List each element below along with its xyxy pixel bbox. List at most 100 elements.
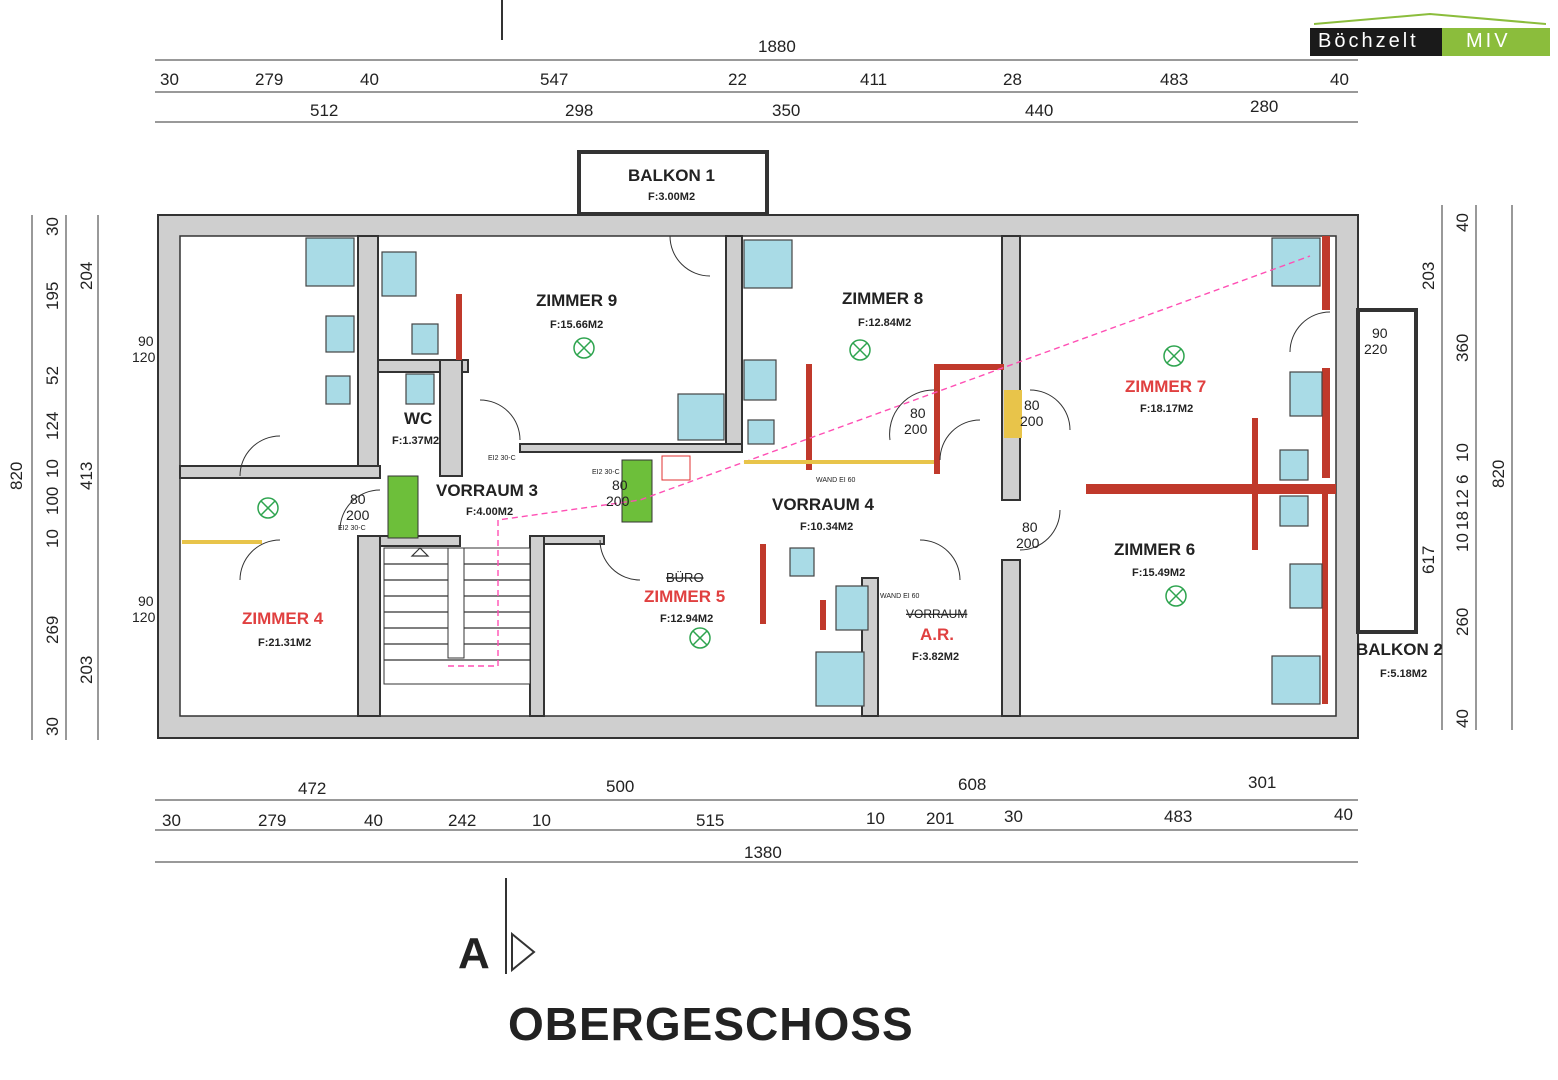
- escape-route: [448, 255, 1311, 667]
- dim-left-1: 30: [43, 217, 62, 236]
- dim-left-6: 100: [43, 487, 62, 515]
- dim-right-5: 6: [1453, 475, 1472, 484]
- dim-bottom-r2-10: 483: [1164, 807, 1192, 826]
- exit-signs: [387, 455, 691, 539]
- dim-bottom-r2-9: 30: [1004, 807, 1023, 826]
- bottom-dimensions: 472 500 608 301 30 279 40 242 10 515 10 …: [155, 773, 1358, 863]
- room-zimmer6-area: F:15.49M2: [1132, 567, 1185, 579]
- room-wc-area: F:1.37M2: [392, 435, 439, 447]
- room-ar-name: A.R.: [920, 625, 954, 644]
- window-dim-90-left: 90: [138, 333, 154, 349]
- wand-label-1: WAND EI 60: [816, 477, 856, 484]
- brand-logo: Böchzelt MIV: [1310, 10, 1550, 56]
- dim-bottom-r2-3: 40: [364, 811, 383, 830]
- logo-dark-bar: [1310, 28, 1442, 56]
- dim-left-c2-2: 413: [77, 462, 96, 490]
- dim-top-9: 40: [1330, 70, 1349, 89]
- yellow-partition-3: [744, 460, 934, 464]
- section-arrow-icon: [511, 931, 536, 973]
- room-zimmer5-name: ZIMMER 5: [644, 587, 725, 606]
- window-dim-120-left: 120: [132, 349, 156, 365]
- room-zimmer6-name: ZIMMER 6: [1114, 540, 1195, 559]
- dim-bottom-r1-3: 608: [958, 775, 986, 794]
- window-dim-120-left2: 120: [132, 609, 156, 625]
- window-dim-90-left2: 90: [138, 593, 154, 609]
- door-dim-80: 80: [910, 405, 926, 421]
- dim-bottom-r1-1: 472: [298, 779, 326, 798]
- dim-top-5: 22: [728, 70, 747, 89]
- logo-green-bar: [1442, 28, 1550, 56]
- dim-right-4: 10: [1453, 443, 1472, 462]
- dim-bottom-r2-6: 515: [696, 811, 724, 830]
- dim-bottom-r2-7: 10: [866, 809, 885, 828]
- door-dim-200c: 200: [1016, 535, 1040, 551]
- dim-top-3: 40: [360, 70, 379, 89]
- dim-left-3: 52: [43, 366, 62, 385]
- logo-text-2: MIV: [1466, 30, 1511, 52]
- dim-bottom-r2-1: 30: [162, 811, 181, 830]
- dim-left-7: 10: [43, 529, 62, 548]
- dim-top-1: 30: [160, 70, 179, 89]
- dim-right-total: 820: [1489, 460, 1508, 488]
- door-dim-80d: 80: [350, 491, 366, 507]
- door-dim-200: 200: [904, 421, 928, 437]
- dim-right-8: 10: [1453, 533, 1472, 552]
- dim-left-9: 30: [43, 717, 62, 736]
- room-zimmer5-oldname: BÜRO: [666, 570, 704, 585]
- dim-right-1: 40: [1453, 213, 1472, 232]
- room-balkon1-name: BALKON 1: [628, 166, 715, 185]
- dim-top-2: 279: [255, 70, 283, 89]
- room-balkon2-name: BALKON 2: [1356, 640, 1443, 659]
- dim-bottom-r1-4: 301: [1248, 773, 1276, 792]
- dim-left-total: 820: [7, 462, 26, 490]
- wand-label-2: WAND EI 60: [880, 593, 920, 600]
- left-dimensions: 820 30 195 52 124 10 100 10 269 30 204 4…: [7, 215, 99, 740]
- room-zimmer9-area: F:15.66M2: [550, 319, 603, 331]
- dim-bottom-r2-5: 10: [532, 811, 551, 830]
- dim-left-c2-3: 203: [77, 656, 96, 684]
- dim-bottom-total: 1380: [744, 843, 782, 862]
- dim-top-r2-5: 280: [1250, 97, 1278, 116]
- yellow-partition: [1004, 390, 1022, 438]
- dim-top-r2-1: 512: [310, 101, 338, 120]
- section-letter: A: [458, 929, 490, 978]
- staircase: [383, 547, 531, 685]
- right-dimensions: 40 203 360 10 6 12 18 10 617 260 40 820: [1419, 205, 1513, 730]
- room-vorraum4-area: F:10.34M2: [800, 521, 853, 533]
- ei-label-1: EI2 30-C: [338, 525, 366, 532]
- top-dimensions: 1880 30 279 40 547 22 411 28 483 40 512 …: [155, 37, 1358, 123]
- dim-bottom-r2-8: 201: [926, 809, 954, 828]
- dim-bottom-r2-4: 242: [448, 811, 476, 830]
- room-zimmer7-area: F:18.17M2: [1140, 403, 1193, 415]
- dim-top-8: 483: [1160, 70, 1188, 89]
- ei-label-2: EI2 30-C: [488, 455, 516, 462]
- door-dim-90: 90: [1372, 325, 1388, 341]
- dim-left-2: 195: [43, 282, 62, 310]
- balkon-2: [1356, 308, 1418, 634]
- dim-left-5: 10: [43, 459, 62, 478]
- dim-top-r2-3: 350: [772, 101, 800, 120]
- page-title: OBERGESCHOSS: [508, 998, 914, 1050]
- room-vorraum3-area: F:4.00M2: [466, 506, 513, 518]
- room-vorraum3-name: VORRAUM 3: [436, 481, 538, 500]
- door-dim-200e: 200: [606, 493, 630, 509]
- dim-left-c2-1: 204: [77, 262, 96, 290]
- interior-walls: [179, 235, 1021, 717]
- sanitary-fixtures: [305, 237, 1323, 707]
- door-dim-220: 220: [1364, 341, 1388, 357]
- dim-bottom-r2-2: 279: [258, 811, 286, 830]
- dim-top-r2-2: 298: [565, 101, 593, 120]
- door-dim-200b: 200: [1020, 413, 1044, 429]
- dim-bottom-r2-11: 40: [1334, 805, 1353, 824]
- room-vorraum4-name: VORRAUM 4: [772, 495, 875, 514]
- door-dimension-labels: 80 200 80 200 80 200 80 200 80 200 90 22…: [132, 325, 1388, 625]
- room-zimmer9-name: ZIMMER 9: [536, 291, 617, 310]
- door-dim-200d: 200: [346, 507, 370, 523]
- dim-right-10: 260: [1453, 608, 1472, 636]
- ceiling-lamps: [257, 337, 1187, 649]
- balkon-1: [577, 150, 769, 216]
- dim-right-6: 12: [1453, 489, 1472, 508]
- room-balkon1-area: F:3.00M2: [648, 191, 695, 203]
- red-walls: [456, 236, 1336, 704]
